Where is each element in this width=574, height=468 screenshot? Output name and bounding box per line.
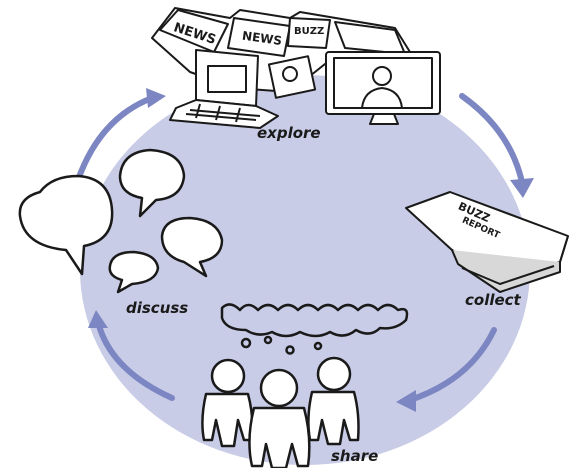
- explore-illustration: NEWS NEWS BUZZ: [151, 7, 441, 129]
- monitor-stand-icon: [369, 113, 399, 125]
- arrow-explore-to-collect: [459, 93, 525, 185]
- newspaper-1-icon: [159, 9, 229, 53]
- thought-dot-3-icon: [285, 345, 295, 355]
- collect-illustration: BUZZ REPORT: [405, 191, 569, 293]
- discuss-illustration: [18, 148, 224, 294]
- speech-bubble-large-icon: [18, 174, 114, 276]
- stage-label-collect: collect: [465, 291, 521, 309]
- news-anchor-head-icon: [372, 66, 392, 86]
- newspaper-3-headline: BUZZ: [294, 26, 324, 37]
- newspaper-2-headline: NEWS: [241, 29, 283, 48]
- cycle-background: [80, 75, 530, 465]
- newspaper-photo-icon: [282, 66, 298, 82]
- arrowhead-discuss: [88, 310, 108, 328]
- stage-label-explore: explore: [257, 124, 321, 142]
- laptop-keyboard-icon: [169, 99, 279, 129]
- laptop-content-block: [207, 65, 247, 93]
- thought-dot-1-icon: [240, 337, 252, 349]
- arrowheads: [88, 88, 534, 412]
- thought-dot-4-icon: [313, 341, 323, 351]
- arrowhead-share: [396, 390, 416, 412]
- arrow-share-to-discuss: [95, 319, 175, 401]
- book-pages-icon: [461, 265, 555, 285]
- person-left-body-icon: [201, 392, 254, 448]
- share-illustration: [201, 303, 409, 468]
- newspaper-3-icon: [287, 17, 331, 49]
- arrow-discuss-to-explore: [75, 95, 155, 183]
- arrowhead-collect: [510, 178, 534, 198]
- person-center-head-icon: [259, 368, 299, 408]
- thought-dot-2-icon: [263, 335, 273, 345]
- person-left-head-icon: [210, 358, 246, 394]
- thought-cloud-icon: [220, 303, 409, 338]
- book-bottom-icon: [451, 249, 561, 293]
- cycle-arrows: [75, 93, 525, 403]
- person-center-body-icon: [248, 406, 311, 468]
- news-anchor-body-icon: [361, 87, 403, 109]
- person-right-body-icon: [307, 390, 360, 446]
- newspaper-2-icon: [227, 17, 291, 57]
- speech-bubble-top-icon: [118, 148, 186, 218]
- person-right-head-icon: [316, 356, 352, 392]
- stage-label-share: share: [331, 447, 379, 465]
- laptop-keys-pattern: [185, 103, 261, 123]
- stage-label-discuss: discuss: [126, 299, 189, 317]
- speech-bubble-small-icon: [108, 250, 160, 294]
- speech-bubble-right-icon: [160, 216, 224, 278]
- arrowhead-explore: [146, 88, 166, 108]
- arrow-collect-to-share: [407, 327, 497, 403]
